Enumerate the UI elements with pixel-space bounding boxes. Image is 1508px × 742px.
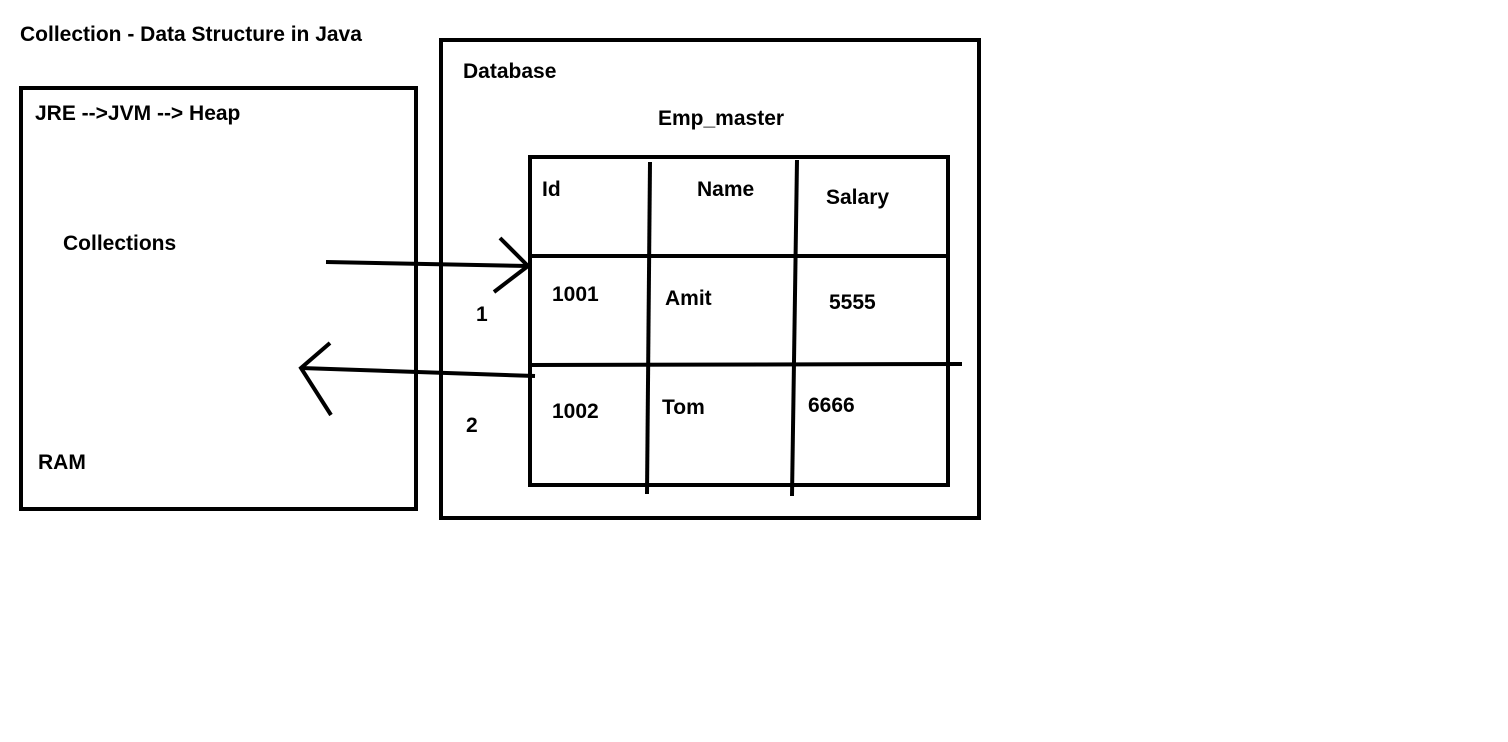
table-outline	[528, 155, 950, 487]
table-cell-row1-name: Amit	[665, 287, 712, 310]
ram-label: RAM	[38, 451, 86, 474]
table-cell-row1-salary: 5555	[829, 291, 876, 314]
ram-box-heading: JRE -->JVM --> Heap	[35, 102, 241, 125]
table-cell-row2-salary: 6666	[808, 394, 855, 417]
table-header-salary: Salary	[826, 186, 890, 209]
table-header-id: Id	[542, 178, 561, 201]
arrow-to-ram	[298, 341, 536, 417]
collections-label: Collections	[63, 232, 177, 255]
table-cell-row1-id: 1001	[552, 283, 599, 306]
table-column-divider-2	[790, 159, 799, 497]
table-column-divider-1	[645, 161, 652, 495]
arrow-to-database	[325, 236, 532, 294]
table-cell-row2-name: Tom	[662, 396, 705, 419]
table-row-divider	[529, 362, 963, 367]
database-box	[439, 38, 981, 520]
database-heading: Database	[463, 60, 557, 83]
arrow-step-2-label: 2	[466, 414, 478, 437]
diagram-title: Collection - Data Structure in Java	[20, 23, 362, 46]
table-cell-row2-id: 1002	[552, 400, 599, 423]
ram-box	[19, 86, 418, 511]
table-name: Emp_master	[658, 107, 785, 130]
arrow-step-1-label: 1	[476, 303, 488, 326]
table-header-name: Name	[697, 178, 755, 201]
